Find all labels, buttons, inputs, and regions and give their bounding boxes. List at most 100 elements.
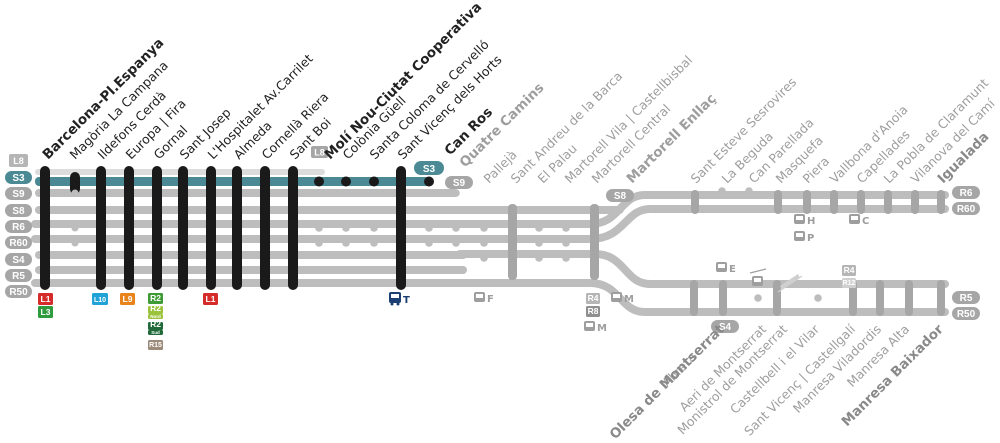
transfer-badge-r4[interactable]: R4 bbox=[586, 293, 600, 304]
transfer-badge-l1[interactable]: L1 bbox=[203, 293, 218, 305]
transfer-badge-r8[interactable]: R8 bbox=[586, 306, 600, 317]
station-bar-ildefons[interactable] bbox=[96, 166, 106, 290]
svg-text:Nord: Nord bbox=[150, 314, 161, 319]
station-bar-barcelona[interactable] bbox=[40, 166, 50, 290]
bus-icon-e: E bbox=[716, 262, 736, 275]
svg-text:R60: R60 bbox=[957, 204, 976, 215]
left-badge-s9[interactable]: S9 bbox=[5, 187, 32, 200]
station-bar-gornal[interactable] bbox=[152, 166, 162, 290]
stop-dot bbox=[424, 176, 434, 187]
station-bar-manresa-alta[interactable] bbox=[905, 280, 913, 316]
stop-dot bbox=[535, 224, 543, 232]
transfer-badge-l3[interactable]: L3 bbox=[38, 306, 53, 318]
station-bar-almeda[interactable] bbox=[232, 166, 242, 290]
stop-dot bbox=[425, 224, 433, 232]
transfer-badge-r2[interactable]: R2 bbox=[148, 319, 163, 330]
right-badge-r50[interactable]: R50 bbox=[952, 307, 980, 320]
svg-text:R4: R4 bbox=[844, 265, 855, 275]
bus-icon-p: P bbox=[794, 231, 814, 244]
station-bar-hospitalet[interactable] bbox=[206, 166, 216, 290]
stop-dot bbox=[315, 189, 323, 197]
left-badge-r60[interactable]: R60 bbox=[5, 236, 32, 249]
left-badge-s4[interactable]: S4 bbox=[5, 253, 32, 266]
transfer-badge-l10[interactable]: L10 bbox=[92, 293, 108, 305]
transfer-badge-sud[interactable]: Sud bbox=[148, 330, 163, 335]
station-bar-vallbona[interactable] bbox=[830, 190, 838, 214]
station-bar-magoria[interactable] bbox=[70, 172, 80, 194]
transfer-badge-r2[interactable]: R2 bbox=[148, 303, 163, 314]
station-bar-sant-boi[interactable] bbox=[288, 166, 298, 290]
stop-dot bbox=[425, 266, 433, 274]
svg-text:T: T bbox=[403, 295, 410, 306]
station-bar-martorell-central[interactable] bbox=[590, 204, 599, 280]
transfer-badge-nord[interactable]: Nord bbox=[148, 314, 163, 319]
stop-dot bbox=[315, 239, 323, 247]
station-bar-sant-vicenc[interactable] bbox=[396, 166, 406, 290]
station-bar-igualada[interactable] bbox=[937, 190, 945, 214]
badge-l8-mid[interactable]: L8 bbox=[311, 146, 328, 158]
svg-text:R4: R4 bbox=[588, 293, 599, 303]
stop-dot bbox=[562, 254, 570, 262]
bus-icon-c: C bbox=[849, 214, 869, 227]
left-badge-r50[interactable]: R50 bbox=[5, 285, 32, 298]
station-bar-monistrol[interactable] bbox=[773, 280, 781, 316]
stop-dot bbox=[452, 189, 460, 197]
svg-text:R2: R2 bbox=[150, 293, 161, 303]
svg-text:F: F bbox=[487, 294, 494, 305]
station-bar-viladordis[interactable] bbox=[876, 280, 884, 316]
stop-dot bbox=[370, 189, 378, 197]
station-bar-olesa[interactable] bbox=[719, 280, 727, 316]
svg-text:P: P bbox=[807, 233, 814, 244]
left-badge-r6[interactable]: R6 bbox=[5, 220, 32, 233]
stop-dot bbox=[718, 187, 726, 195]
station-bar-cornella[interactable] bbox=[260, 166, 270, 290]
transfer-badge-l1[interactable]: L1 bbox=[38, 293, 53, 305]
right-badge-r60[interactable]: R60 bbox=[952, 202, 980, 215]
stop-dot bbox=[425, 239, 433, 247]
left-badge-s3[interactable]: S3 bbox=[5, 171, 32, 184]
stop-dot bbox=[535, 254, 543, 262]
right-badge-r5[interactable]: R5 bbox=[952, 291, 980, 304]
station-bar-abrera[interactable] bbox=[690, 280, 698, 316]
stop-dot bbox=[562, 206, 570, 214]
left-badge-l8[interactable]: L8 bbox=[9, 154, 28, 167]
svg-text:M: M bbox=[597, 323, 607, 334]
station-bar-masquefa[interactable] bbox=[774, 190, 782, 214]
svg-text:R6: R6 bbox=[12, 222, 25, 233]
station-bar-capellades[interactable] bbox=[857, 190, 865, 214]
stop-dot bbox=[480, 206, 488, 214]
svg-text:R50: R50 bbox=[9, 287, 28, 298]
badge-s4-lower[interactable]: S4 bbox=[711, 320, 739, 333]
left-badge-s8[interactable]: S8 bbox=[5, 204, 32, 217]
right-badge-r6[interactable]: R6 bbox=[952, 186, 980, 199]
station-bar-piera[interactable] bbox=[803, 190, 811, 214]
station-bar-pobla[interactable] bbox=[884, 190, 892, 214]
station-bar-sant-josep[interactable] bbox=[178, 166, 188, 290]
station-bar-sant-andreu[interactable] bbox=[508, 204, 517, 280]
stop-dot bbox=[341, 176, 351, 187]
station-bar-castellgali[interactable] bbox=[849, 280, 857, 316]
stop-dot bbox=[754, 294, 762, 302]
transfer-badge-l9[interactable]: L9 bbox=[120, 293, 135, 305]
station-bar-europa[interactable] bbox=[124, 166, 134, 290]
transfer-badge-r12[interactable]: R12 bbox=[842, 278, 856, 288]
station-bar-manresa-baixador[interactable] bbox=[937, 280, 945, 316]
transfer-badge-r15[interactable]: R15 bbox=[148, 340, 163, 350]
bus-icon-t: T bbox=[389, 292, 410, 306]
left-badge-r5[interactable]: R5 bbox=[5, 269, 32, 282]
stop-dot bbox=[71, 224, 79, 232]
stop-dot bbox=[814, 294, 822, 302]
badge-s8-end[interactable]: S8 bbox=[606, 189, 634, 202]
station-bar-sant-esteve[interactable] bbox=[691, 190, 699, 214]
transfer-badge-r2[interactable]: R2 bbox=[148, 293, 163, 304]
track-s8 bbox=[35, 206, 623, 214]
stop-dot bbox=[452, 239, 460, 247]
station-bar-vilanova[interactable] bbox=[911, 190, 919, 214]
badge-s9-end[interactable]: S9 bbox=[445, 176, 473, 189]
transfer-badge-r4[interactable]: R4 bbox=[842, 265, 856, 276]
badge-s3-end[interactable]: S3 bbox=[414, 161, 444, 175]
svg-text:R5: R5 bbox=[960, 293, 973, 304]
stop-dot bbox=[315, 206, 323, 214]
